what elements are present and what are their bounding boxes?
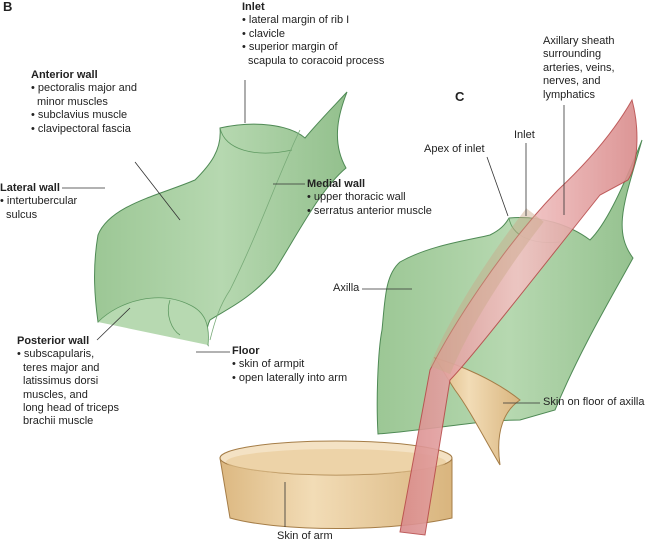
axillary-sheath-label: Axillary sheath surrounding arteries, ve…	[543, 35, 615, 101]
medial-wall-label: Medial wall • upper thoracic wall • serr…	[307, 178, 432, 217]
inlet-c-label: Inlet	[514, 129, 535, 141]
leader-lines	[62, 80, 565, 527]
axilla-label: Axilla	[333, 282, 360, 294]
panel-b-label: B	[3, 0, 13, 14]
axillary-sheath-vessel	[399, 98, 638, 536]
anterior-wall-label: Anterior wall • pectoralis major and min…	[31, 69, 137, 135]
panel-c-label: C	[455, 89, 465, 104]
posterior-wall-label: Posterior wall • subscapularis, teres ma…	[17, 335, 120, 428]
inlet-label: Inlet • lateral margin of rib I • clavic…	[242, 1, 385, 67]
lateral-wall-label: Lateral wall • intertubercular sulcus	[0, 182, 78, 221]
apex-of-inlet-label: Apex of inlet	[424, 143, 485, 155]
floor-label: Floor • skin of armpit • open laterally …	[232, 345, 348, 384]
axilla-walls-b	[94, 91, 348, 347]
skin-floor-axilla-label: Skin on floor of axilla	[543, 396, 645, 408]
skin-of-arm-label: Skin of arm	[277, 530, 333, 542]
skin-of-arm-ring	[219, 440, 453, 529]
